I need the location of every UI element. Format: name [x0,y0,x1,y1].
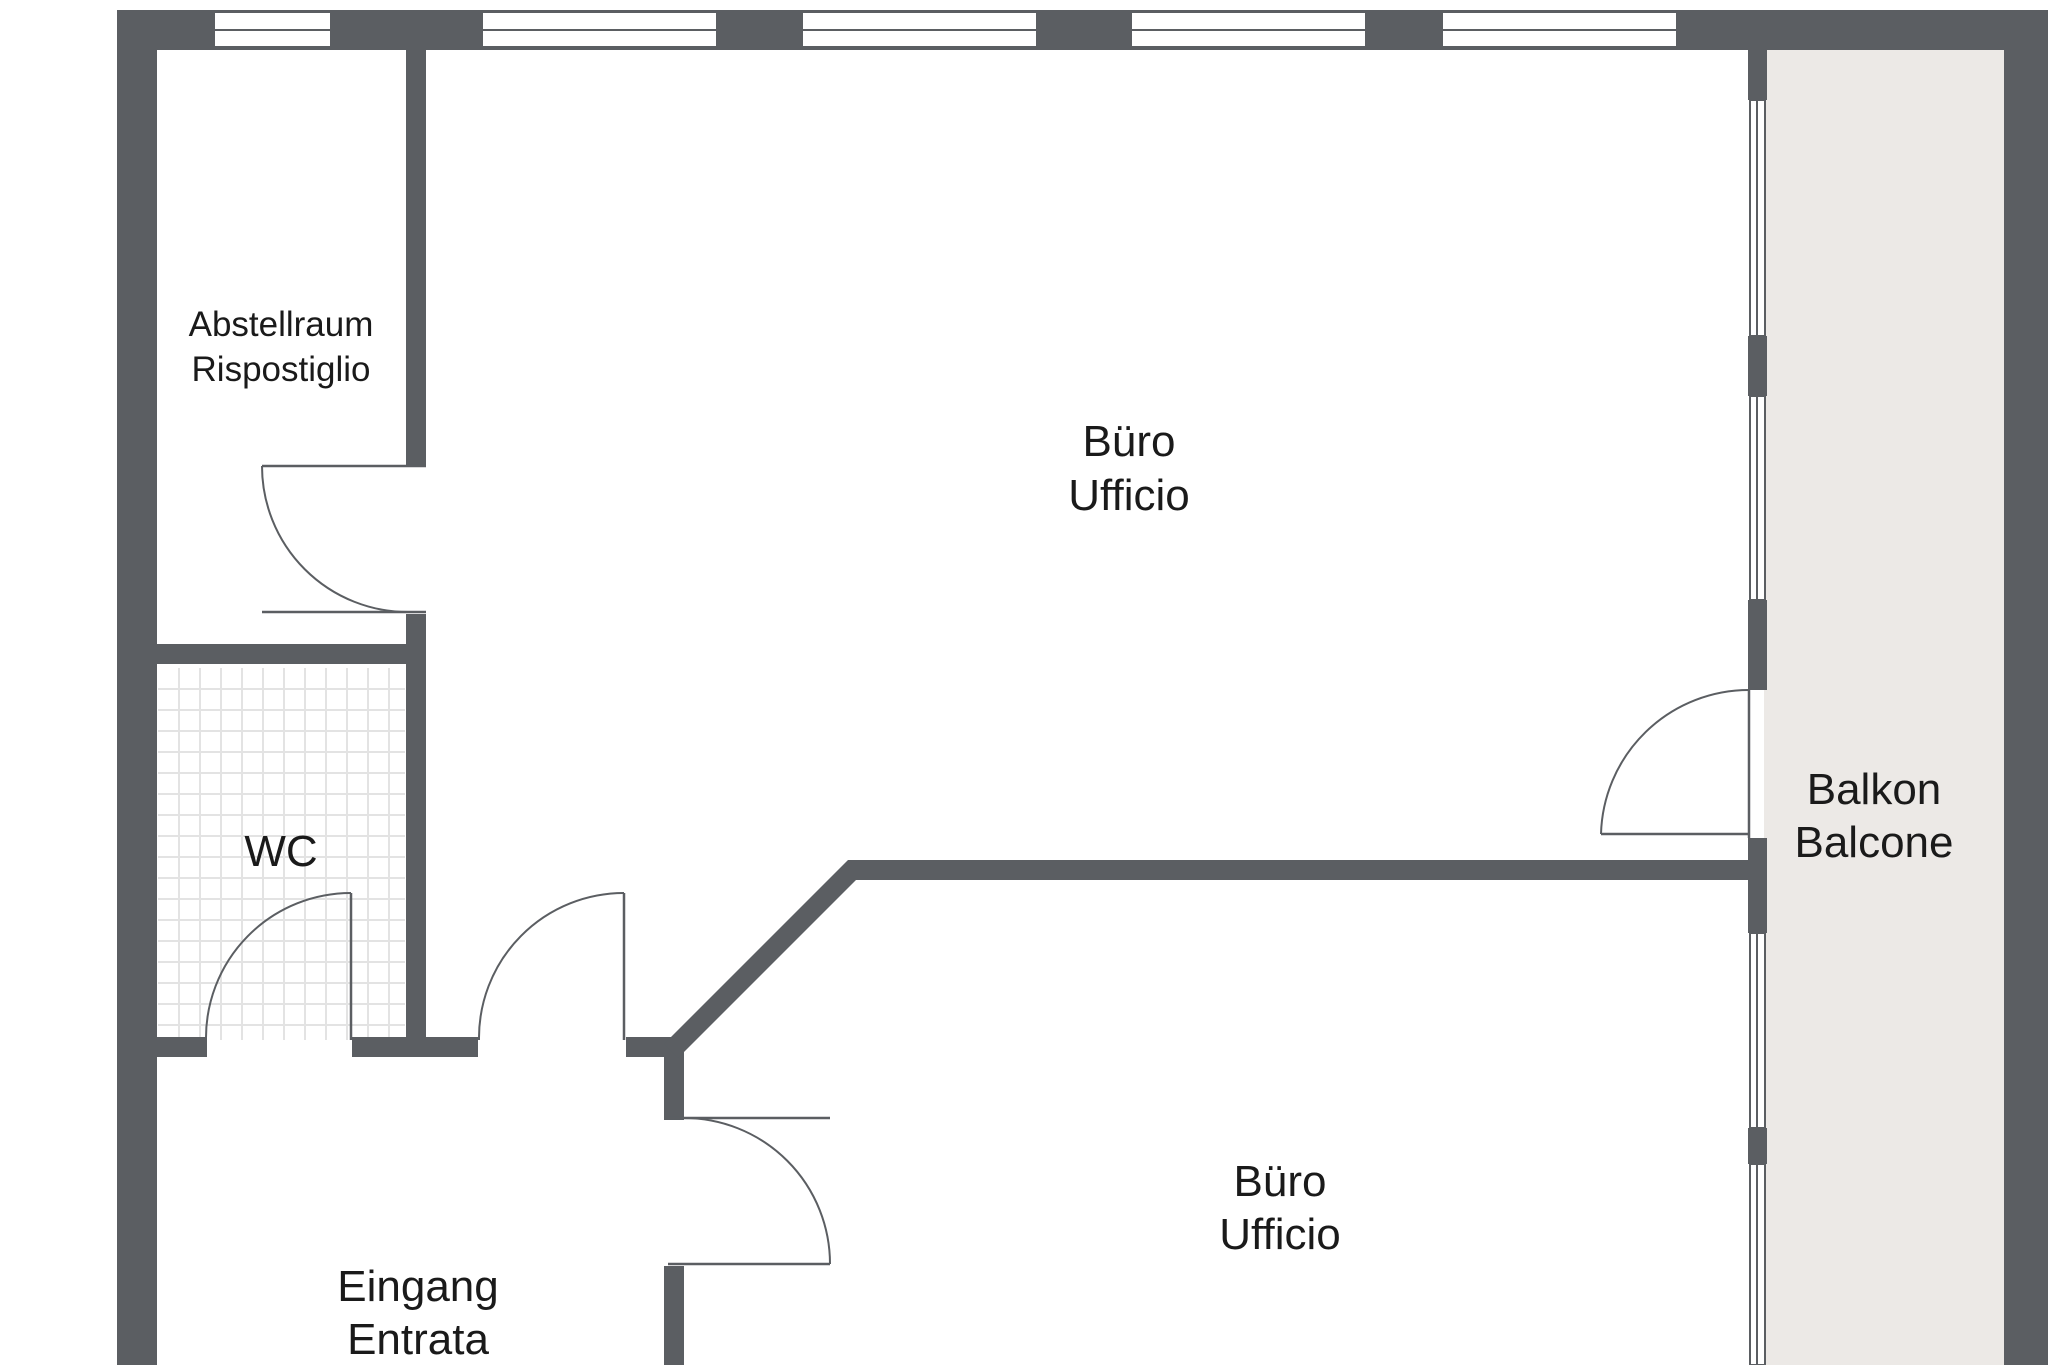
office-bottom-label-it: Ufficio [1219,1210,1340,1259]
office-top-label-de: Büro [1083,417,1176,466]
balcony-floor [1764,50,2004,1365]
doors [204,464,1751,1266]
storage-label-de: Abstellraum [189,305,374,344]
storage-label-it: Rispostiglio [192,350,371,389]
interior-walls [157,50,1758,1365]
office-top-label-it: Ufficio [1068,471,1189,520]
entrance-label-it: Entrata [347,1315,489,1364]
exterior-walls [117,10,2048,1365]
top-windows [213,11,1678,48]
balcony-label-de: Balkon [1807,765,1942,814]
entrance-label-de: Eingang [337,1262,498,1311]
wc-tile-pattern [158,668,405,1040]
wc-label: WC [244,827,317,876]
balcony-label-it: Balcone [1794,818,1953,867]
balcony-wall [1748,50,1767,1365]
office-bottom-label-de: Büro [1234,1157,1327,1206]
room-labels: Abstellraum Rispostiglio Büro Ufficio WC… [189,305,1954,1364]
